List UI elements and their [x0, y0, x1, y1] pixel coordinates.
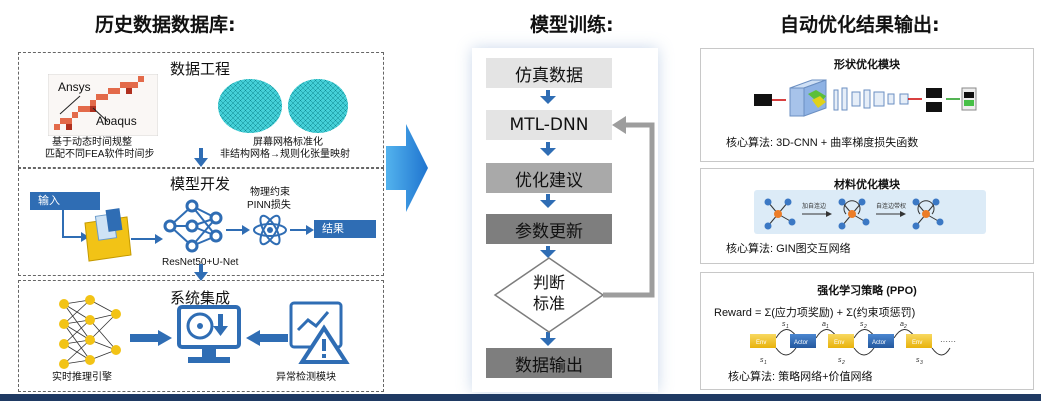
rl-module-panel — [700, 272, 1034, 390]
monitor-download-icon — [177, 305, 241, 363]
arrow-to-monitor — [130, 330, 172, 346]
gin-edge-add-label: 加自连边 — [802, 202, 826, 210]
arrow-to-result — [290, 225, 314, 235]
model-dev-title: 模型开发 — [170, 175, 231, 193]
rl-core-text: 核心算法: 策略网络+价值网络 — [728, 371, 873, 383]
label-s1-sub: 1 — [786, 324, 789, 330]
label-s1-bottom-sub: 1 — [764, 360, 767, 366]
cnn-diagram — [754, 79, 977, 117]
label-a1-sub: 1 — [826, 324, 829, 330]
chain-ellipsis: ······ — [940, 337, 956, 346]
decision-text-2: 标准 — [532, 294, 565, 313]
network-label: ResNet50+U-Net — [162, 257, 239, 268]
system-panel — [18, 280, 384, 392]
dtw-caption-1: 基于动态时间规整 — [52, 137, 132, 148]
big-arrow-right — [386, 124, 428, 212]
system-title: 系统集成 — [170, 289, 231, 307]
result-label: 结果 — [314, 220, 376, 238]
label-s2-bottom-sub: 2 — [841, 360, 845, 366]
mesh-spheres — [218, 79, 348, 133]
env-box-3: Env — [912, 340, 922, 346]
data-engineering-title: 数据工程 — [170, 60, 231, 78]
realtime-label: 实时推理引擎 — [52, 372, 112, 383]
input-folder-flow — [62, 205, 163, 262]
physics-caption-2: PINN损失 — [247, 200, 291, 211]
realtime-engine-icon — [59, 295, 121, 369]
bottom-band — [0, 394, 1041, 401]
env-box-1: Env — [756, 340, 766, 346]
arrow-from-anomaly — [246, 330, 288, 346]
data-engineering-panel — [18, 52, 384, 168]
left-title: 历史数据数据库: — [95, 14, 236, 36]
physics-caption-1: 物理约束 — [250, 187, 290, 198]
shape-module-title: 形状优化模块 — [834, 59, 900, 71]
label-a2-sub: 2 — [903, 324, 907, 330]
gin-edge-weight-label: 自连边带权 — [876, 202, 906, 210]
mesh-caption-2: 非结构网格→规则化张量映射 — [220, 149, 350, 160]
training-flow-connectors — [493, 90, 655, 346]
step-suggestion: 优化建议 — [486, 163, 612, 193]
material-module-title: 材料优化模块 — [834, 179, 900, 191]
input-label: 输入 — [30, 192, 100, 210]
arrow-down-1 — [194, 148, 208, 167]
ansys-tag: Ansys — [58, 80, 91, 94]
label-s2-sub: 2 — [863, 324, 867, 330]
step-mtl-dnn: MTL-DNN — [486, 110, 612, 140]
label-a2: a — [900, 321, 904, 328]
step-sim-data: 仿真数据 — [486, 58, 612, 88]
label-s2-bottom: s — [838, 357, 842, 364]
label-s3-bottom-sub: 3 — [920, 360, 923, 366]
rl-module-title: 强化学习策略 (PPO) — [817, 285, 917, 297]
dtw-caption-2: 匹配不同FEA软件时间步 — [45, 149, 155, 160]
decision-text-1: 判断 — [532, 273, 565, 292]
abaqus-tag: Abaqus — [96, 114, 137, 128]
label-a1: a — [822, 321, 826, 328]
label-s1: s — [782, 321, 786, 328]
env-box-2: Env — [834, 340, 844, 346]
anomaly-label: 异常检测模块 — [276, 372, 336, 383]
middle-title: 模型训练: — [530, 14, 614, 36]
step-param-update: 参数更新 — [486, 214, 612, 244]
actor-box-1: Actor — [794, 340, 808, 346]
step-output: 数据输出 — [486, 348, 612, 378]
shape-core-text: 核心算法: 3D-CNN + 曲率梯度损失函数 — [726, 137, 919, 149]
mesh-caption-1: 屏幕网格标准化 — [253, 137, 323, 148]
material-core-text: 核心算法: GIN图交互网络 — [726, 243, 851, 255]
label-s3-bottom: s — [916, 357, 920, 364]
network-icon — [163, 199, 223, 253]
anomaly-warning-icon — [289, 301, 350, 364]
dtw-heatmap — [48, 74, 158, 136]
rl-reward-formula: Reward = Σ(应力项奖励) + Σ(约束项惩罚) — [714, 307, 916, 319]
label-s2: s — [860, 321, 864, 328]
gin-diagram: 加自连边 自连边带权 — [754, 190, 986, 234]
arrow-to-physics — [226, 225, 250, 235]
actor-box-2: Actor — [872, 340, 886, 346]
right-title: 自动优化结果输出: — [780, 14, 940, 36]
arrow-down-2 — [194, 264, 208, 281]
atom-icon — [253, 214, 287, 246]
label-s1-bottom: s — [760, 357, 764, 364]
